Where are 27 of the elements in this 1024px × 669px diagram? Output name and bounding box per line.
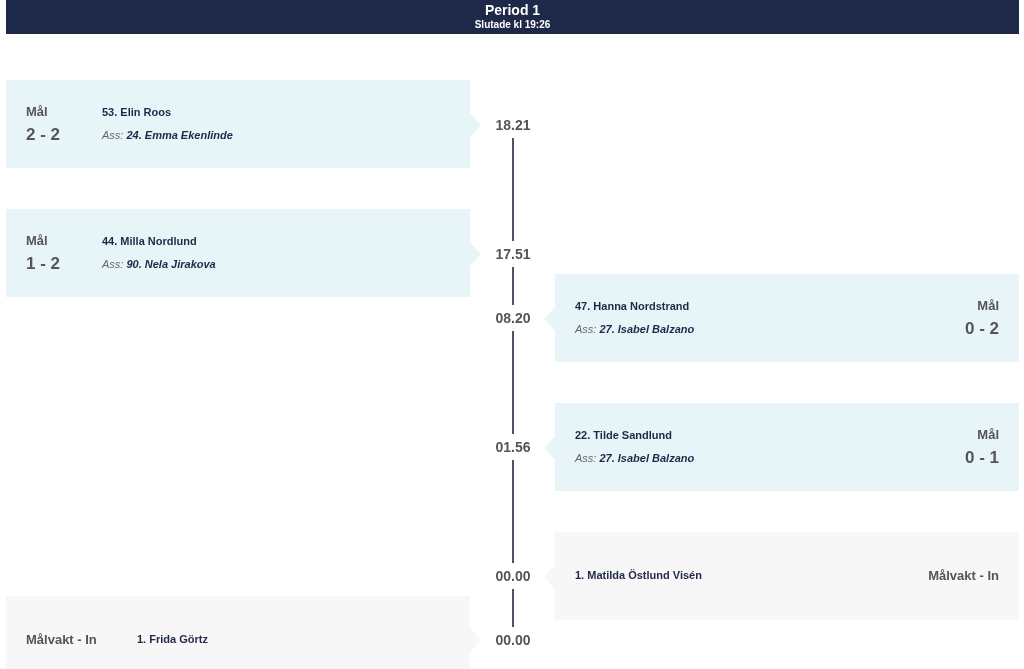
player-name: 53. Elin Roos — [102, 106, 172, 118]
event-type: Målvakt - In — [26, 632, 97, 647]
timeline-line — [512, 266, 514, 306]
player-name: 44. Milla Nordlund — [102, 235, 197, 247]
event-type: Mål — [977, 298, 999, 313]
player-name: 47. Hanna Nordstrand — [575, 300, 690, 312]
event-type: Mål — [977, 427, 999, 442]
player-name: 1. Frida Görtz — [137, 633, 208, 645]
player-name: 22. Tilde Sandlund — [575, 429, 672, 441]
assist-text: Ass: 90. Nela Jirakova — [102, 258, 216, 270]
score: 0 - 1 — [964, 448, 999, 468]
event-type: Mål — [26, 104, 48, 119]
event-type: Målvakt - In — [928, 568, 999, 583]
assist-text: Ass: 27. Isabel Balzano — [575, 323, 695, 335]
score: 1 - 2 — [26, 254, 61, 274]
assist-text: Ass: 24. Emma Ekenlinde — [102, 129, 233, 141]
assist-text: Ass: 27. Isabel Balzano — [575, 452, 695, 464]
player-name: 1. Matilda Östlund Visén — [575, 569, 702, 581]
end-time-text: Slutade kl 19:26 — [474, 19, 551, 30]
timeline-line — [512, 588, 514, 628]
score: 2 - 2 — [26, 125, 61, 145]
score: 0 - 2 — [964, 319, 999, 339]
period-heading: Period 1 — [484, 2, 541, 18]
timeline-line — [512, 459, 514, 564]
timeline-line — [512, 137, 514, 242]
event-type: Mål — [26, 233, 48, 248]
timeline-line — [512, 330, 514, 435]
